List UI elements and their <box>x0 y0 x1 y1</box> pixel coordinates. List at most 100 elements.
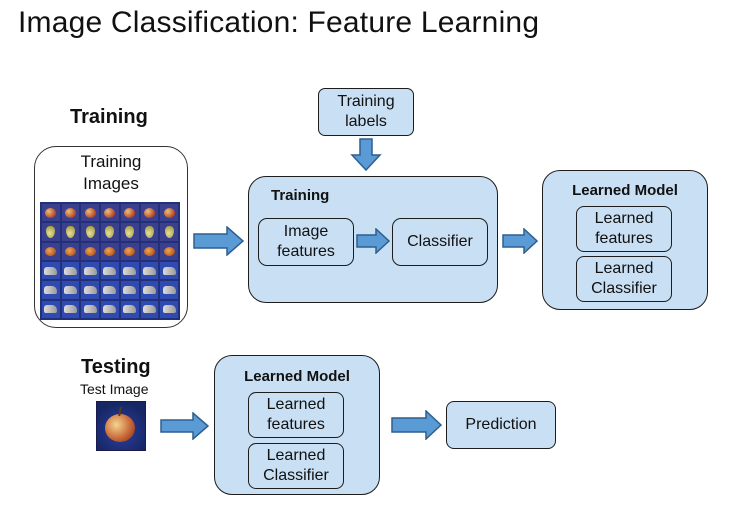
animal-icon <box>64 266 78 275</box>
apple-icon <box>84 207 96 218</box>
pear-icon <box>125 225 135 238</box>
arrow-right-icon <box>160 412 210 440</box>
arrow-right-icon <box>356 228 390 254</box>
arrow-down-icon <box>350 138 382 172</box>
pear-icon <box>85 225 95 238</box>
training-images-label: Training Images <box>80 152 142 193</box>
orange-icon <box>163 246 175 256</box>
apple-icon <box>104 207 116 218</box>
animal-icon <box>44 305 58 314</box>
thumbnail-apple <box>42 204 60 222</box>
image-features-box: Image features <box>258 218 354 266</box>
pear-icon <box>66 225 76 238</box>
thumbnail-animal <box>140 262 159 280</box>
thumbnail-animal <box>101 300 119 318</box>
thumbnail-animal <box>81 281 100 299</box>
arrow-right-icon <box>502 228 538 254</box>
thumbnail-pear <box>101 223 119 241</box>
thumbnail-pear <box>81 223 100 241</box>
animal-icon <box>142 285 156 294</box>
orange-icon <box>84 246 96 256</box>
thumbnail-apple <box>61 204 80 222</box>
animal-icon <box>83 266 97 275</box>
thumbnail-pear <box>160 223 178 241</box>
learned-features-box-top: Learned features <box>576 206 672 252</box>
thumbnail-animal <box>42 281 60 299</box>
thumbnail-animal <box>160 262 178 280</box>
thumbnail-apple <box>101 204 119 222</box>
learned-classifier-box-top: Learned Classifier <box>576 256 672 302</box>
orange-icon <box>143 246 155 256</box>
thumbnail-orange <box>120 242 139 260</box>
animal-icon <box>44 285 58 294</box>
animal-icon <box>64 305 78 314</box>
animal-icon <box>162 266 176 275</box>
thumbnail-animal <box>120 300 139 318</box>
thumbnail-pear <box>140 223 159 241</box>
animal-icon <box>162 285 176 294</box>
orange-icon <box>104 246 116 256</box>
thumbnail-pear <box>120 223 139 241</box>
thumbnail-animal <box>140 281 159 299</box>
test-image-label: Test Image <box>80 381 149 397</box>
thumbnail-animal <box>42 262 60 280</box>
thumbnail-animal <box>101 262 119 280</box>
pear-icon <box>144 225 154 238</box>
orange-icon <box>45 246 57 256</box>
apple-icon <box>124 207 136 218</box>
orange-icon <box>124 246 136 256</box>
learned-features-box-bottom: Learned features <box>248 392 344 438</box>
classifier-box: Classifier <box>392 218 488 266</box>
thumbnail-apple <box>120 204 139 222</box>
thumbnail-animal <box>120 281 139 299</box>
thumbnail-animal <box>61 281 80 299</box>
animal-icon <box>103 285 117 294</box>
pear-icon <box>164 225 174 238</box>
thumbnail-orange <box>160 242 178 260</box>
learned-classifier-box-bottom: Learned Classifier <box>248 443 344 489</box>
training-images-grid <box>40 202 180 320</box>
orange-icon <box>65 246 77 256</box>
animal-icon <box>123 305 137 314</box>
animal-icon <box>64 285 78 294</box>
animal-icon <box>103 266 117 275</box>
thumbnail-apple <box>81 204 100 222</box>
animal-icon <box>142 305 156 314</box>
thumbnail-orange <box>140 242 159 260</box>
testing-heading: Testing <box>81 356 151 378</box>
animal-icon <box>83 285 97 294</box>
training-labels-box: Training labels <box>318 88 414 136</box>
thumbnail-pear <box>42 223 60 241</box>
thumbnail-apple <box>160 204 178 222</box>
arrow-right-icon <box>193 226 245 256</box>
apple-icon <box>105 414 135 442</box>
page-title: Image Classification: Feature Learning <box>18 6 540 39</box>
thumbnail-animal <box>160 300 178 318</box>
training-group-title: Training <box>271 187 330 204</box>
thumbnail-animal <box>61 262 80 280</box>
thumbnail-orange <box>81 242 100 260</box>
apple-icon <box>65 207 77 218</box>
thumbnail-apple <box>140 204 159 222</box>
learned-model-title-bottom: Learned Model <box>244 368 350 385</box>
thumbnail-animal <box>81 262 100 280</box>
animal-icon <box>142 266 156 275</box>
thumbnail-animal <box>140 300 159 318</box>
apple-icon <box>163 207 175 218</box>
thumbnail-pear <box>61 223 80 241</box>
test-image <box>96 401 146 451</box>
thumbnail-animal <box>160 281 178 299</box>
apple-icon <box>143 207 155 218</box>
prediction-box: Prediction <box>446 401 556 449</box>
animal-icon <box>123 266 137 275</box>
pear-icon <box>105 225 115 238</box>
animal-icon <box>162 305 176 314</box>
thumbnail-orange <box>42 242 60 260</box>
thumbnail-orange <box>101 242 119 260</box>
thumbnail-animal <box>61 300 80 318</box>
animal-icon <box>103 305 117 314</box>
thumbnail-animal <box>42 300 60 318</box>
apple-icon <box>45 207 57 218</box>
training-heading: Training <box>70 106 148 128</box>
animal-icon <box>44 266 58 275</box>
